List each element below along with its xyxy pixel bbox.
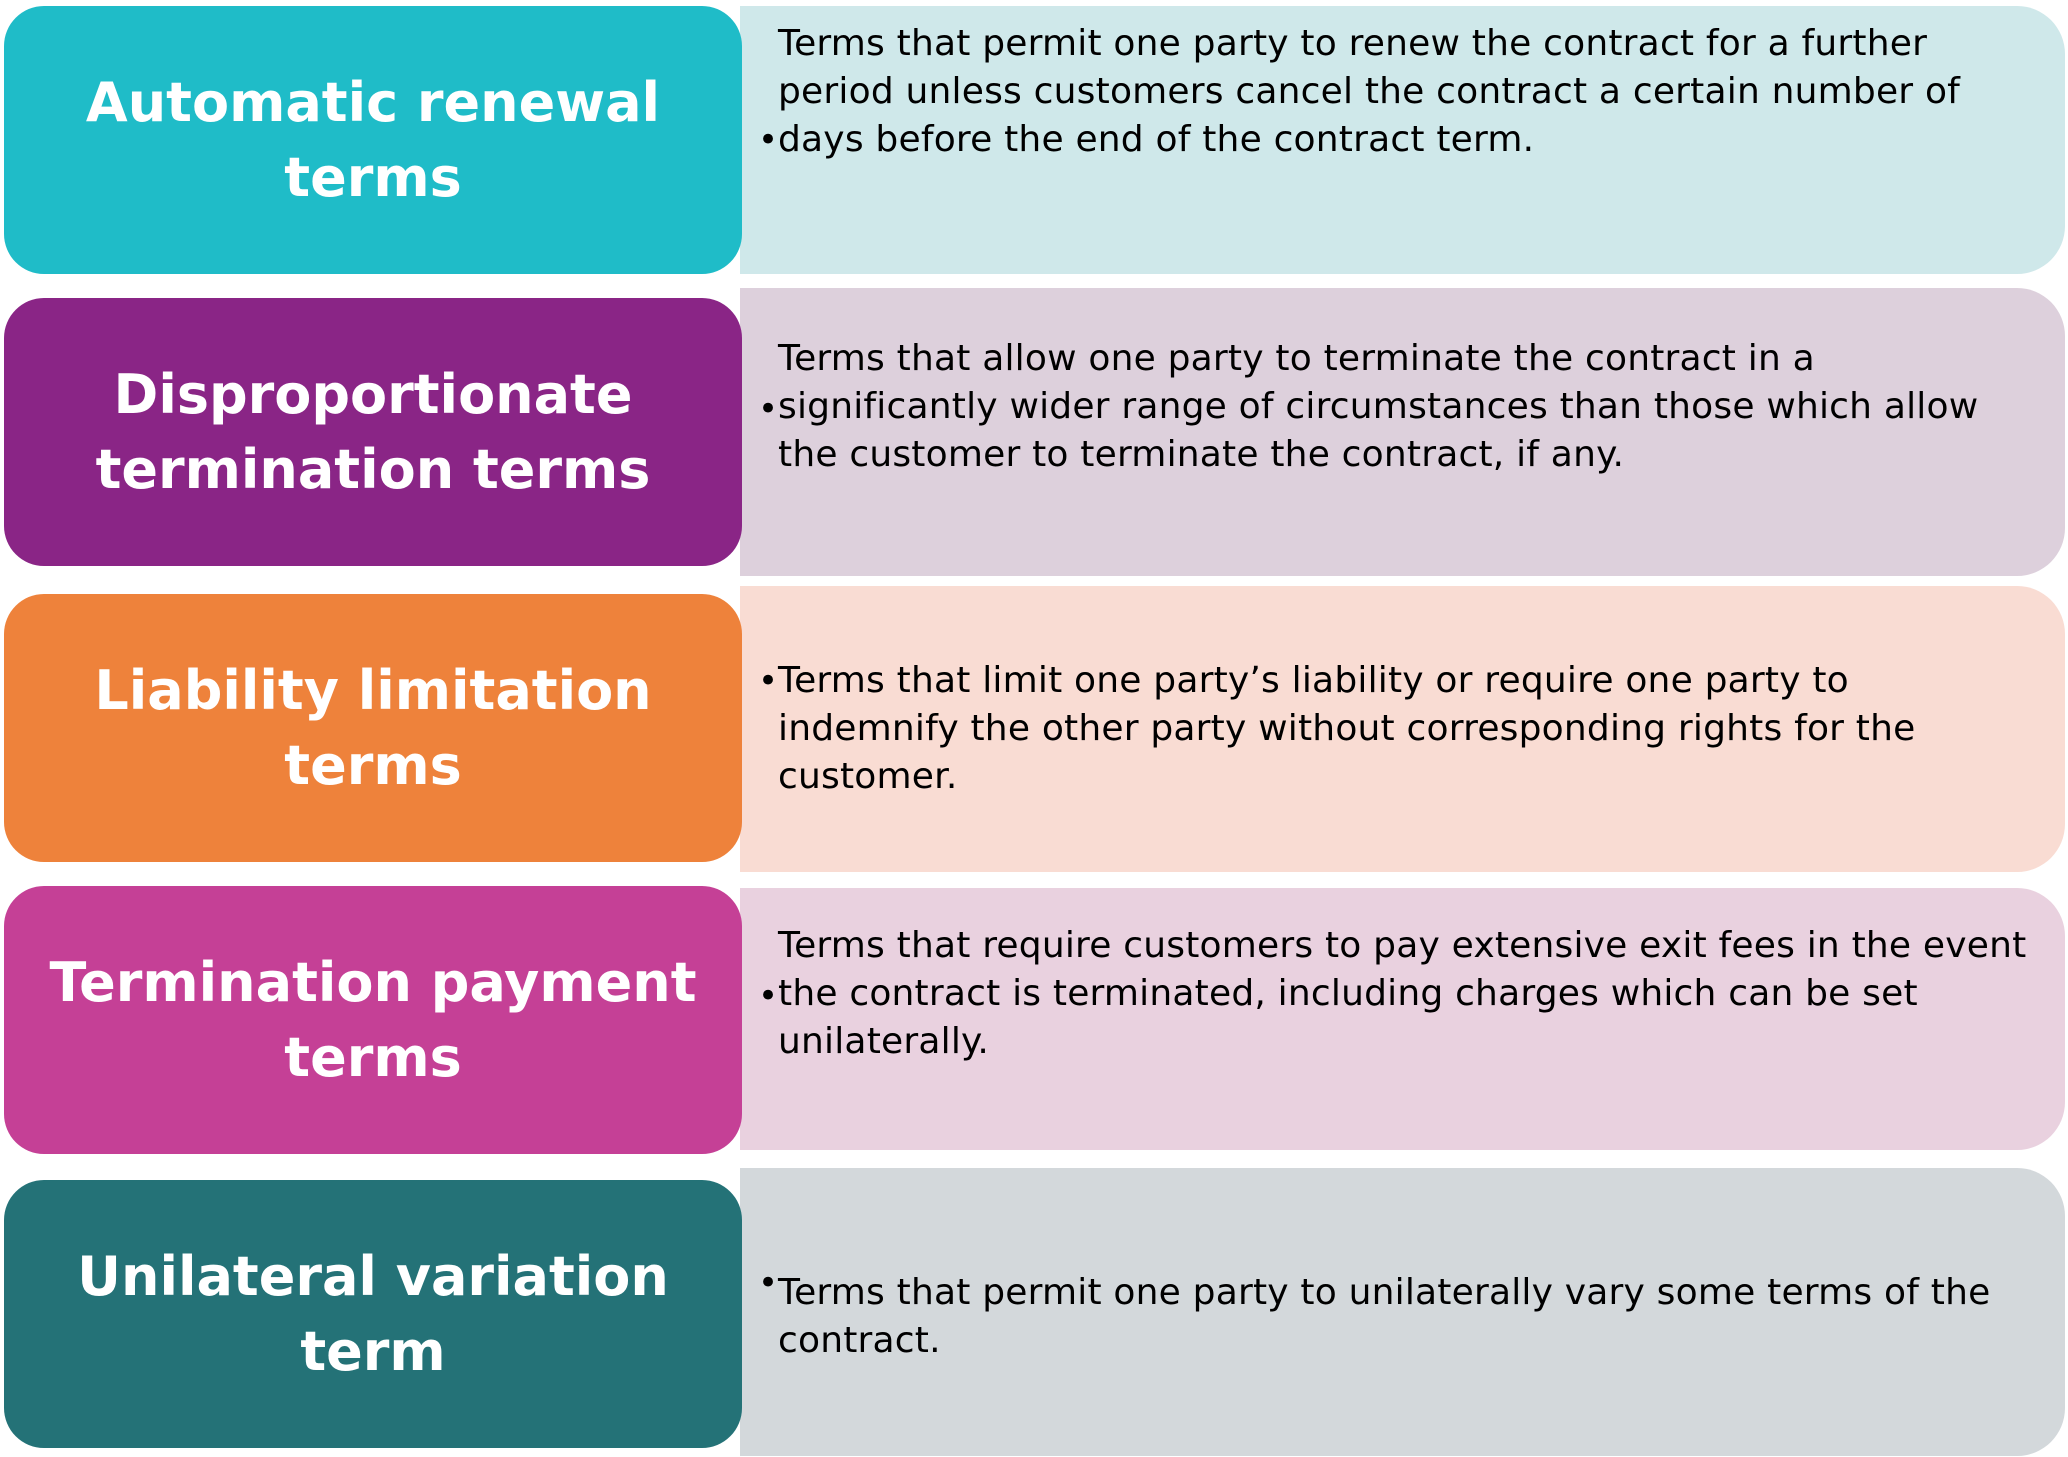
bullet-line: • Terms that allow one party to terminat… xyxy=(758,338,2029,479)
bullet-line: • Terms that permit one party to unilate… xyxy=(758,1259,2029,1365)
bullet-icon: • xyxy=(758,976,779,1016)
description-text: Terms that require customers to pay exte… xyxy=(778,925,2027,1062)
description-box-unilateral-variation: • Terms that permit one party to unilate… xyxy=(740,1168,2065,1456)
label-termination-payment: Termination payment terms xyxy=(4,886,742,1154)
bullet-icon: • xyxy=(758,120,779,160)
description-box-automatic-renewal: • Terms that permit one party to renew t… xyxy=(740,6,2065,274)
label-text: Liability limitation terms xyxy=(94,659,652,797)
description-text: Terms that permit one party to unilatera… xyxy=(778,1272,1991,1361)
description-text: Terms that limit one party’s liability o… xyxy=(778,660,1916,797)
label-unilateral-variation: Unilateral variation term xyxy=(4,1180,742,1448)
description-text: Terms that allow one party to terminate … xyxy=(778,338,1979,475)
label-text: Disproportionate termination terms xyxy=(95,363,651,501)
description-text: Terms that permit one party to renew the… xyxy=(778,23,1961,160)
bullet-line: • Terms that limit one party’s liability… xyxy=(758,657,2029,801)
bullet-icon: • xyxy=(758,1263,779,1303)
description-box-disproportionate-termination: • Terms that allow one party to terminat… xyxy=(740,288,2065,576)
label-text: Termination payment terms xyxy=(49,951,697,1089)
bullet-line: • Terms that require customers to pay ex… xyxy=(758,925,2029,1066)
bullet-icon: • xyxy=(758,661,779,701)
label-automatic-renewal: Automatic renewal terms xyxy=(4,6,742,274)
bullet-line: • Terms that permit one party to renew t… xyxy=(758,23,2029,164)
label-disproportionate-termination: Disproportionate termination terms xyxy=(4,298,742,566)
bullet-icon: • xyxy=(758,389,779,429)
label-text: Automatic renewal terms xyxy=(85,71,661,209)
description-box-liability-limitation: • Terms that limit one party’s liability… xyxy=(740,586,2065,872)
label-liability-limitation: Liability limitation terms xyxy=(4,594,742,862)
description-box-termination-payment: • Terms that require customers to pay ex… xyxy=(740,888,2065,1150)
label-text: Unilateral variation term xyxy=(77,1245,669,1383)
